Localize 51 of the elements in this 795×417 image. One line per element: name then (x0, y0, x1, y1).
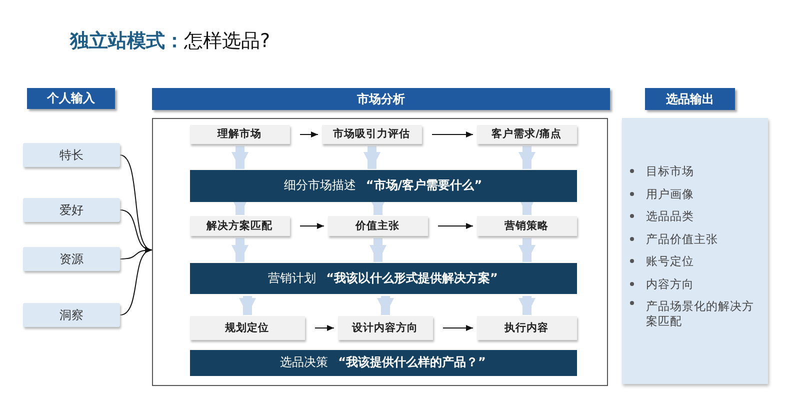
input-box: 洞察 (23, 303, 120, 327)
chevron-arrow (232, 146, 248, 169)
arrow (438, 223, 474, 229)
arrow (432, 132, 474, 138)
arrow (300, 223, 324, 229)
step-box: 解决方案匹配 (190, 216, 290, 236)
list-item: 内容方向 (646, 276, 694, 290)
header-bar: 个人输入 (27, 88, 115, 109)
chevron-arrow (232, 238, 248, 262)
list-item: 产品价值主张 (646, 232, 718, 246)
output-panel (622, 118, 768, 384)
step-box: 客户需求/痛点 (476, 124, 576, 144)
step-box: 规划定位 (190, 316, 304, 340)
band-label: 营销计划 (268, 270, 316, 286)
list-item: 用户画像 (646, 186, 694, 200)
curved-arrow (120, 248, 152, 316)
chevron-arrow (370, 238, 386, 262)
step-box: 执行内容 (476, 316, 576, 340)
step-box: 营销策略 (476, 216, 576, 236)
step-box: 理解市场 (190, 124, 290, 144)
chevron-arrow (518, 238, 536, 262)
chevron-arrow (364, 146, 380, 169)
chevron-arrow (239, 296, 256, 315)
band-quote: “市场/客户需要什么” (366, 177, 482, 194)
chevron-arrow (377, 296, 394, 315)
list-item: 选品品类 (646, 209, 694, 223)
banner-band (190, 170, 576, 202)
list-item: 产品场景化的解决方案匹配 (646, 299, 754, 328)
page-title: 独立站模式：怎样选品? (70, 29, 270, 54)
band-label: 选品决策 (280, 354, 328, 371)
input-box: 爱好 (23, 198, 120, 222)
banner-band (190, 350, 576, 376)
analysis-frame (152, 118, 608, 386)
header-bar: 选品输出 (645, 88, 735, 110)
header-bar: 市场分析 (152, 88, 610, 110)
arrow (300, 132, 318, 138)
band-label: 细分市场描述 (284, 177, 356, 194)
band-quote: “我该以什么形式提供解决方案” (326, 270, 498, 286)
arrow (442, 325, 474, 331)
band-quote: “我该提供什么样的产品？” (338, 354, 486, 371)
input-box: 特长 (23, 143, 120, 167)
arrow (314, 325, 334, 331)
input-box: 资源 (23, 247, 120, 271)
chevron-arrow (518, 146, 536, 169)
chevron-arrow (518, 296, 536, 315)
list-item: 账号定位 (646, 254, 694, 268)
list-item: 目标市场 (646, 164, 694, 178)
step-box: 设计内容方向 (338, 316, 432, 340)
step-box: 市场吸引力评估 (322, 124, 422, 144)
step-box: 价值主张 (328, 216, 428, 236)
banner-band (190, 262, 576, 294)
